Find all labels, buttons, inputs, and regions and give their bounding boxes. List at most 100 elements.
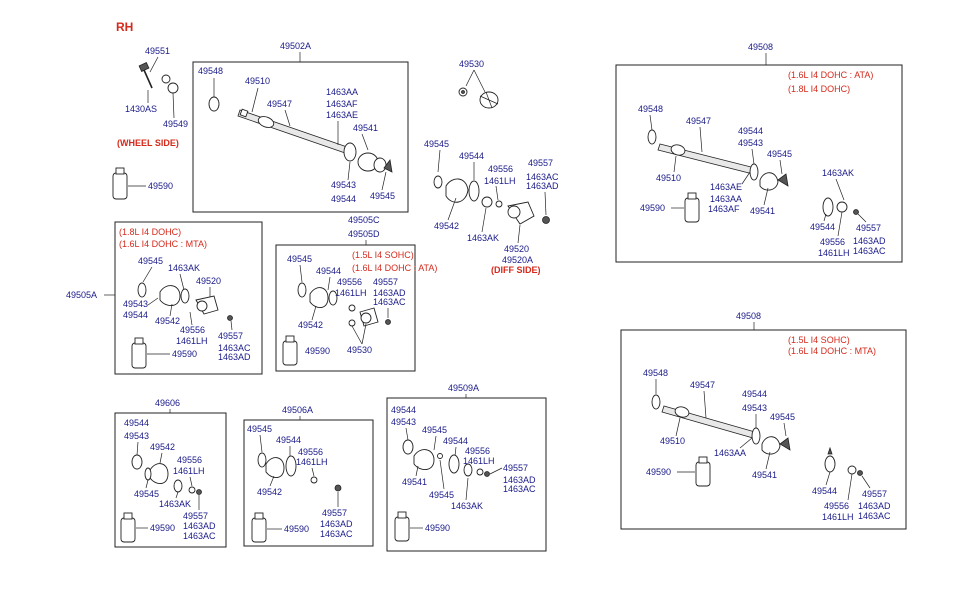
part-label[interactable]: 49542 <box>150 442 175 452</box>
part-label[interactable]: 49544 <box>812 486 837 496</box>
part-label[interactable]: 49545 <box>770 412 795 422</box>
part-label[interactable]: 1463AC <box>373 297 406 307</box>
assembly-label[interactable]: 49506A <box>282 405 313 415</box>
part-label[interactable]: 49556 <box>337 277 362 287</box>
part-label[interactable]: 1463AD <box>373 288 406 298</box>
part-label[interactable]: 1463AC <box>526 172 559 182</box>
part-label[interactable]: 49556 <box>298 447 323 457</box>
part-label[interactable]: 49548 <box>638 104 663 114</box>
part-label[interactable]: 49557 <box>373 277 398 287</box>
part-label[interactable]: 49549 <box>163 119 188 129</box>
part-label[interactable]: 49510 <box>245 76 270 86</box>
part-label[interactable]: 1463AC <box>320 529 353 539</box>
part-label[interactable]: 1463AC <box>858 511 891 521</box>
part-label[interactable]: 1463AD <box>503 475 536 485</box>
part-label[interactable]: 49544 <box>810 222 835 232</box>
part-label[interactable]: 49545 <box>422 425 447 435</box>
part-label[interactable]: 1463AC <box>503 484 536 494</box>
part-label[interactable]: 49520A <box>502 255 533 265</box>
part-label[interactable]: 49590 <box>172 349 197 359</box>
part-label[interactable]: 49543 <box>331 180 356 190</box>
part-label[interactable]: 49544 <box>738 126 763 136</box>
part-label[interactable]: 49548 <box>198 66 223 76</box>
part-label[interactable]: 1463AC <box>183 531 216 541</box>
part-label[interactable]: 49544 <box>276 435 301 445</box>
part-label[interactable]: 49557 <box>218 331 243 341</box>
part-label[interactable]: 1463AK <box>168 263 200 273</box>
part-label[interactable]: 49545 <box>370 191 395 201</box>
part-label[interactable]: 49530 <box>459 59 484 69</box>
part-label[interactable]: 49542 <box>298 320 323 330</box>
part-label[interactable]: 49542 <box>257 487 282 497</box>
part-label[interactable]: 1461LH <box>335 288 367 298</box>
part-label[interactable]: 49545 <box>287 254 312 264</box>
part-label[interactable]: 49547 <box>690 380 715 390</box>
part-label[interactable]: 49544 <box>742 389 767 399</box>
part-label[interactable]: 1463AF <box>326 99 358 109</box>
part-label[interactable]: 49545 <box>138 256 163 266</box>
part-label[interactable]: 49590 <box>150 523 175 533</box>
part-label[interactable]: 49548 <box>643 368 668 378</box>
part-label[interactable]: 49545 <box>429 490 454 500</box>
part-label[interactable]: 1463AD <box>218 352 251 362</box>
part-label[interactable]: 1463AC <box>853 246 886 256</box>
part-label[interactable]: 49556 <box>177 455 202 465</box>
part-label[interactable]: 1461LH <box>296 457 328 467</box>
part-label[interactable]: 49590 <box>305 346 330 356</box>
part-label[interactable]: 49544 <box>123 310 148 320</box>
part-label[interactable]: 49545 <box>767 149 792 159</box>
part-label[interactable]: 49544 <box>443 436 468 446</box>
part-label[interactable]: 1463AC <box>218 343 251 353</box>
part-label[interactable]: 49541 <box>353 123 378 133</box>
part-label[interactable]: 49544 <box>124 418 149 428</box>
part-label[interactable]: 1463AA <box>714 448 746 458</box>
part-label[interactable]: 1463AK <box>451 501 483 511</box>
part-label[interactable]: 49551 <box>145 46 170 56</box>
part-label[interactable]: 1463AD <box>858 501 891 511</box>
assembly-label[interactable]: 49508 <box>736 311 761 321</box>
part-label[interactable]: 49547 <box>267 99 292 109</box>
part-label[interactable]: 1463AA <box>710 194 742 204</box>
part-label[interactable]: 49557 <box>528 158 553 168</box>
part-label[interactable]: 49544 <box>391 405 416 415</box>
part-label[interactable]: 49590 <box>148 181 173 191</box>
part-label[interactable]: 49556 <box>488 164 513 174</box>
part-label[interactable]: 49510 <box>660 436 685 446</box>
part-label[interactable]: 1463AD <box>183 521 216 531</box>
part-label[interactable]: 49520 <box>196 276 221 286</box>
part-label[interactable]: 49530 <box>347 345 372 355</box>
part-label[interactable]: 49542 <box>434 221 459 231</box>
part-label[interactable]: 49590 <box>640 203 665 213</box>
assembly-label[interactable]: 49505A <box>66 290 97 300</box>
part-label[interactable]: 49557 <box>862 489 887 499</box>
part-label[interactable]: 49556 <box>180 325 205 335</box>
part-label[interactable]: 1430AS <box>125 104 157 114</box>
part-label[interactable]: 49556 <box>465 446 490 456</box>
part-label[interactable]: 49543 <box>124 431 149 441</box>
part-label[interactable]: 1463AK <box>159 499 191 509</box>
part-label[interactable]: 49557 <box>183 511 208 521</box>
part-label[interactable]: 1463AF <box>708 204 740 214</box>
assembly-label[interactable]: 49502A <box>280 41 311 51</box>
part-label[interactable]: 1463AA <box>326 87 358 97</box>
part-label[interactable]: 49556 <box>824 501 849 511</box>
part-label[interactable]: 49557 <box>503 463 528 473</box>
part-label[interactable]: 49557 <box>322 508 347 518</box>
assembly-label[interactable]: 49509A <box>448 383 479 393</box>
part-label[interactable]: 49545 <box>424 139 449 149</box>
part-label[interactable]: 49543 <box>391 417 416 427</box>
part-label[interactable]: 49547 <box>686 116 711 126</box>
part-label[interactable]: 49541 <box>402 477 427 487</box>
part-label[interactable]: 49520 <box>504 244 529 254</box>
part-label[interactable]: 1463AK <box>822 168 854 178</box>
part-label[interactable]: 49590 <box>425 523 450 533</box>
part-label[interactable]: 1461LH <box>463 456 495 466</box>
part-label[interactable]: 49545 <box>247 424 272 434</box>
part-label[interactable]: 49590 <box>284 524 309 534</box>
assembly-label[interactable]: 49505D <box>348 229 380 239</box>
part-label[interactable]: 49544 <box>331 194 356 204</box>
part-label[interactable]: 1463AE <box>710 182 742 192</box>
part-label[interactable]: 1461LH <box>176 336 208 346</box>
part-label[interactable]: 49590 <box>646 467 671 477</box>
part-label[interactable]: 1463AE <box>326 110 358 120</box>
